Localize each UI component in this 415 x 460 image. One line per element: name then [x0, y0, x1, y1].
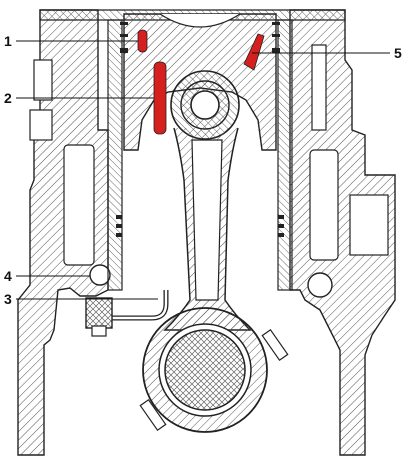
- callout-4: 4: [4, 268, 90, 284]
- liner-seals-left: [116, 215, 122, 237]
- piston-ring-grooves: [120, 22, 280, 53]
- right-outer-box: [349, 194, 389, 256]
- oil-passage-ring-belt: [137, 29, 148, 53]
- oil-passage-outlet: [243, 33, 265, 71]
- callout-5: 5: [252, 45, 402, 61]
- callout-label-5: 5: [394, 45, 402, 61]
- cap-bolt-right: [261, 329, 289, 361]
- liner-seals-right: [278, 215, 284, 237]
- oil-passage-rod-feed: [153, 61, 167, 135]
- piston: [120, 13, 280, 151]
- right-water-jacket: [309, 149, 339, 261]
- piston-cooling-nozzle: [85, 290, 169, 337]
- liner-left: [107, 19, 123, 291]
- piston-pin: [190, 90, 220, 120]
- liner-right: [277, 19, 293, 291]
- right-oil-gallery: [307, 272, 333, 298]
- nozzle-tube: [112, 290, 169, 321]
- callout-3: 3: [4, 291, 158, 307]
- callout-2: 2: [4, 90, 154, 106]
- callout-label-1: 1: [4, 33, 12, 49]
- connecting-rod: [139, 127, 289, 433]
- nozzle-tube-inner: [112, 290, 168, 320]
- piston-bowl: [159, 13, 241, 28]
- engine-block: [17, 9, 396, 456]
- rod-web: [191, 139, 223, 301]
- callout-label-3: 3: [4, 291, 12, 307]
- callout-label-4: 4: [4, 268, 12, 284]
- callout-1: 1: [4, 33, 138, 49]
- right-rib-1: [311, 44, 327, 131]
- nozzle-mount: [85, 297, 113, 329]
- cylinder-liner: [107, 19, 293, 291]
- left-boss-upper: [33, 59, 53, 101]
- nozzle-bolt: [91, 325, 107, 337]
- crankpin: [164, 329, 246, 411]
- cap-bolt-left: [139, 399, 167, 431]
- left-oil-gallery: [89, 264, 111, 286]
- left-water-jacket: [63, 144, 95, 266]
- left-boss-lower: [29, 109, 53, 141]
- callout-label-2: 2: [4, 90, 12, 106]
- callouts: 1 2 3 4 5: [4, 33, 402, 307]
